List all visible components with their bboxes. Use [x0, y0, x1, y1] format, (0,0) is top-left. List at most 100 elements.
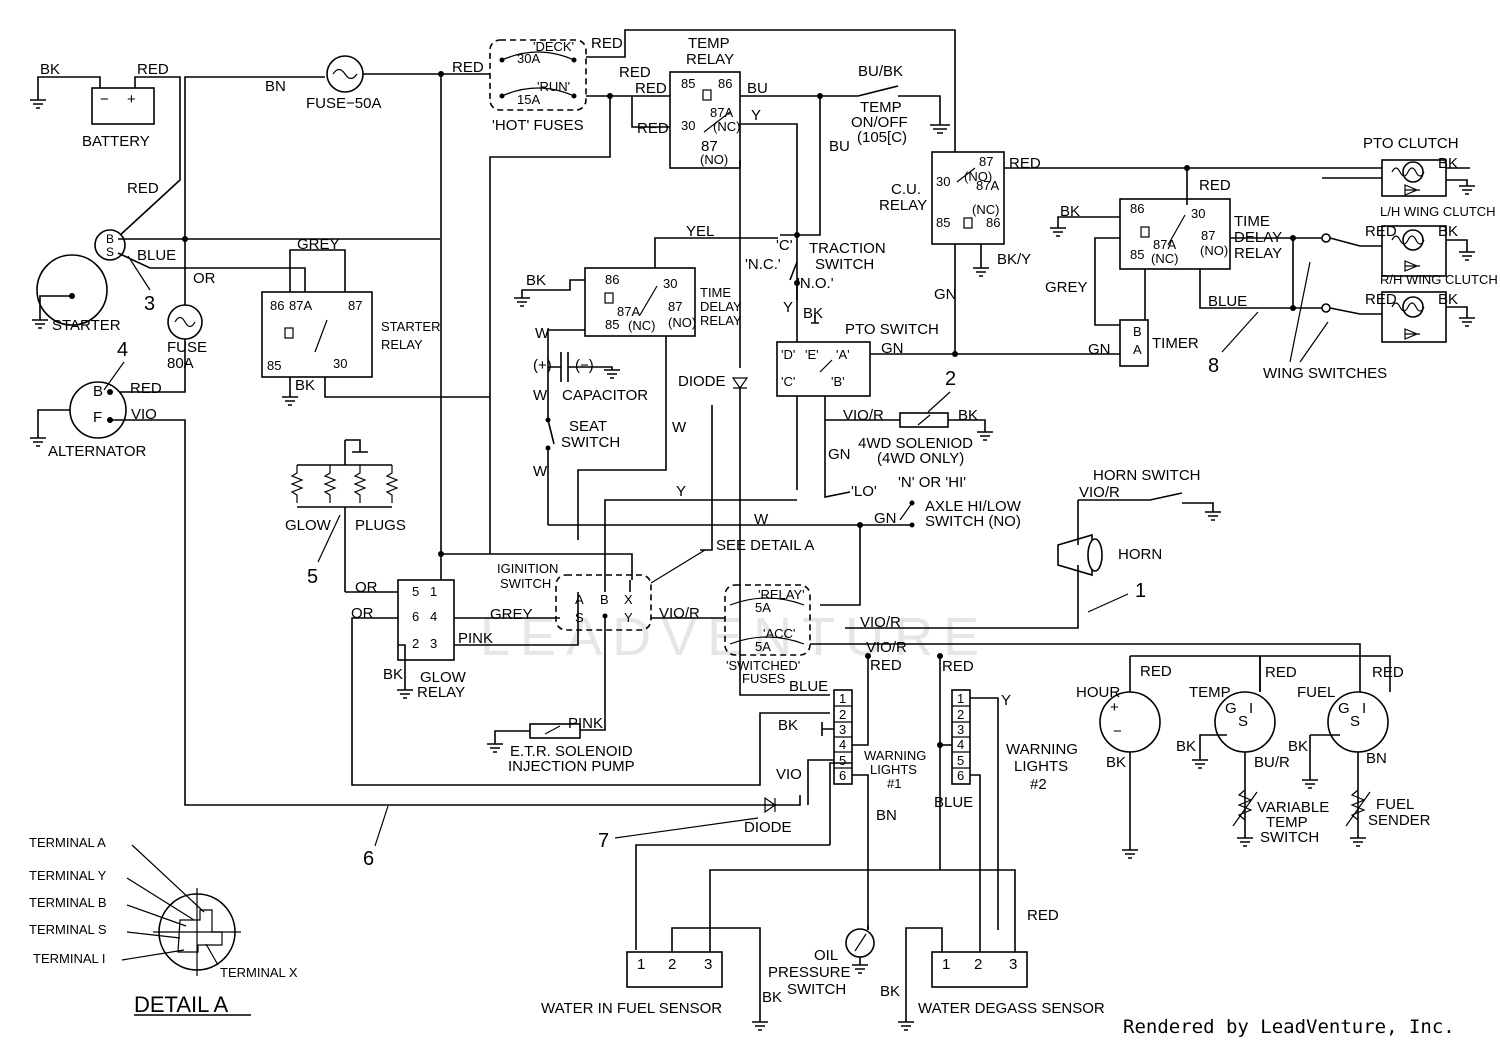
warning-lights-1: 1 2 3 4 5 6 WARNING LIGHTS #1 [833, 689, 926, 791]
traction-label-1: TRACTION [809, 240, 886, 257]
water-in-fuel-sensor: 1 2 3 WATER IN FUEL SENSOR [541, 951, 723, 1017]
glow-plugs-label-1: GLOW [285, 517, 332, 534]
timer-label: TIMER [1152, 335, 1199, 352]
tr-86: 86 [718, 76, 732, 91]
gr-4: 4 [430, 609, 437, 624]
battery-label: BATTERY [82, 133, 150, 150]
timer: B A TIMER [1119, 319, 1199, 367]
ign-y: Y [624, 610, 633, 625]
etr-solenoid: PINK E.T.R. SOLENOID INJECTION PUMP [487, 715, 635, 775]
traction-no: 'N.O.' [797, 275, 834, 292]
or-label-starter: OR [193, 270, 216, 287]
tdr-r-label-3: RELAY [1234, 245, 1282, 262]
sf-5a-label-2: 5A [755, 639, 771, 654]
tdr-m-87a: 87A [617, 304, 640, 319]
term-i-label: TERMINAL I [33, 951, 105, 966]
axle-label-1: AXLE HI/LOW [925, 498, 1022, 515]
red-label-fuse: RED [452, 59, 484, 76]
vio-r-label-2: VIO/R [866, 639, 907, 656]
or-label-glow: OR [355, 579, 378, 596]
cu-87a: 87A [976, 178, 999, 193]
gr-3: 3 [430, 636, 437, 651]
battery-plus-label: + [127, 91, 136, 108]
credit-text: Rendered by LeadVenture, Inc. [1123, 1016, 1455, 1038]
red-label-30: RED [637, 120, 669, 137]
term-b-label: TERMINAL B [29, 895, 107, 910]
blue-label-wl2: BLUE [934, 794, 973, 811]
grey-label-sr: GREY [297, 236, 340, 253]
tdr-m-85: 85 [605, 317, 619, 332]
wl2-6: 6 [957, 768, 964, 783]
timer-a: A [1133, 342, 1142, 357]
temp-red-label: RED [1265, 664, 1297, 681]
alt-f: F [93, 409, 102, 426]
temp-relay-label-2: RELAY [686, 51, 734, 68]
4wd-sol-label-1: 4WD SOLENIOD [858, 435, 973, 452]
ign-x: X [624, 592, 633, 607]
pto-c: 'C' [781, 374, 795, 389]
temp-relay: TEMP RELAY 85 86 87A 30 (NC) 87 (NO) [669, 35, 741, 169]
tdr-r-86: 86 [1130, 201, 1144, 216]
wl1-6: 6 [839, 768, 846, 783]
cu-relay-label-2: RELAY [879, 197, 927, 214]
fuel-gauge-label: FUEL [1297, 684, 1335, 701]
sf-5a-label-1: 5A [755, 600, 771, 615]
ign-b: B [600, 592, 609, 607]
var-switch-label-1: VARIABLE [1257, 799, 1329, 816]
starter-label: STARTER [52, 317, 121, 334]
temp-gauge: TEMP G I S RED BK BU/R [1176, 664, 1297, 771]
var-switch-label-3: SWITCH [1260, 829, 1319, 846]
red-label-alt: RED [130, 380, 162, 397]
wl1-1: 1 [839, 691, 846, 706]
fuse-30a-label: 30A [517, 51, 540, 66]
rh-bk-label: BK [1438, 291, 1458, 308]
gn-label-timer: GN [1088, 341, 1111, 358]
fuel-sender-label-2: SENDER [1368, 812, 1431, 829]
y-label-traction: Y [783, 299, 793, 316]
bk-label-glow: BK [383, 666, 403, 683]
pto-bk-label: BK [1438, 155, 1458, 172]
y-label-ign: Y [676, 483, 686, 500]
rh-wing-clutch-label: R/H WING CLUTCH [1380, 272, 1498, 287]
oil-label-2: PRESSURE [768, 964, 851, 981]
seat-switch-label-2: SWITCH [561, 434, 620, 451]
y-label-wl2: Y [1001, 692, 1011, 709]
temp-bk-label: BK [1176, 738, 1196, 755]
tdr-m-30: 30 [663, 276, 677, 291]
battery-red-label: RED [137, 61, 169, 78]
var-switch-label-2: TEMP [1266, 814, 1308, 831]
temp-bu-r-label: BU/R [1254, 754, 1290, 771]
starter: B S STARTER [32, 229, 126, 334]
w-label-5: W [672, 419, 687, 436]
term-y-label: TERMINAL Y [29, 868, 107, 883]
see-detail-label: SEE DETAIL A [716, 537, 814, 554]
sr-87a: 87A [289, 298, 312, 313]
traction-nc: 'N.C.' [745, 256, 781, 273]
grey-label-ign: GREY [490, 606, 533, 623]
sr-85: 85 [267, 358, 281, 373]
4wd-solenoid: BK 4WD SOLENIOD (4WD ONLY) [858, 407, 993, 467]
etr-label-1: E.T.R. SOLENOID [510, 743, 633, 760]
bu-bk-label: BU/BK [858, 63, 903, 80]
glow-relay-label-2: RELAY [417, 684, 465, 701]
oil-label-1: OIL [814, 947, 838, 964]
wl2-2: 2 [957, 707, 964, 722]
yel-label: YEL [686, 223, 714, 240]
tdr-m-87: 87 [668, 299, 682, 314]
tr-87a: 87A [710, 105, 733, 120]
wl2-label-2: LIGHTS [1014, 758, 1068, 775]
gr-5: 5 [412, 584, 419, 599]
blue-label-starter: BLUE [137, 247, 176, 264]
switched-fuses: 'RELAY' 5A 'ACC' 5A 'SWITCHED' FUSES [724, 584, 811, 686]
temp-sw-label-1: TEMP [860, 99, 902, 116]
diode-label-mid: DIODE [678, 373, 726, 390]
bk-label-tdr: BK [1060, 203, 1080, 220]
wl2-5: 5 [957, 753, 964, 768]
fuel-bn-label: BN [1366, 750, 1387, 767]
tr-no: (NO) [700, 152, 728, 167]
bk-label-pto: BK [803, 305, 823, 322]
tdr-r-87a: 87A [1153, 237, 1176, 252]
lh-red-label: RED [1365, 223, 1397, 240]
axle-switch: 'LO' 'N' OR 'HI' AXLE HI/LOW SWITCH (NO) [851, 474, 1022, 530]
blue-label-wl1: BLUE [789, 678, 828, 695]
